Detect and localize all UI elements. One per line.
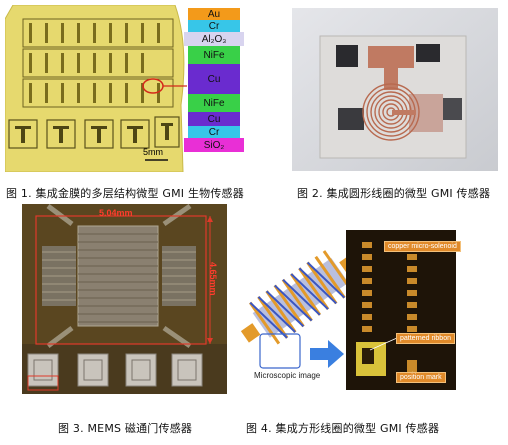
figure-3-image: 5.04mm 4.65mm [22,204,227,394]
layer-al2o3: Al₂O₃ [184,32,244,46]
square-coil-diagram [232,230,504,395]
figure-3-caption: 图 3. MEMS 磁通门传感器 [58,422,193,435]
figure-4-caption: 图 4. 集成方形线圈的微型 GMI 传感器 [246,422,440,435]
layer-stack: Au Cr Al₂O₃ NiFe Cu NiFe Cu Cr SiO₂ [184,8,244,152]
figure-2-image [292,8,498,171]
height-dimension-label: 4.65mm [208,262,218,296]
layer-nife-1: NiFe [188,46,240,64]
layer-cr-2: Cr [188,126,240,138]
layer-cr: Cr [188,20,240,32]
callout-position-mark: position mark [396,372,446,383]
width-dimension-label: 5.04mm [99,208,133,218]
figure-4-image: copper micro-solenoid patterned ribbon p… [232,230,504,395]
figure-1-image: 5mm Au Cr Al₂O₃ NiFe Cu NiFe Cu Cr SiO₂ [5,5,250,172]
circular-coil-photo [292,8,498,171]
layer-nife-2: NiFe [188,94,240,112]
layer-cu-2: Cu [188,112,240,126]
callout-patterned-ribbon: patterned ribbon [396,333,455,344]
callout-copper-micro-solenoid: copper micro-solenoid [384,241,461,252]
layer-au: Au [188,8,240,20]
fluxgate-photo [22,204,227,394]
microscopic-image-label: Microscopic image [254,371,321,380]
layer-cu-1: Cu [188,64,240,94]
scale-bar-label: 5mm [143,147,163,157]
figure-1-caption: 图 1. 集成金膜的多层结构微型 GMI 生物传感器 [6,187,244,200]
figure-2-caption: 图 2. 集成圆形线圈的微型 GMI 传感器 [297,187,491,200]
layer-sio2: SiO₂ [184,138,244,152]
